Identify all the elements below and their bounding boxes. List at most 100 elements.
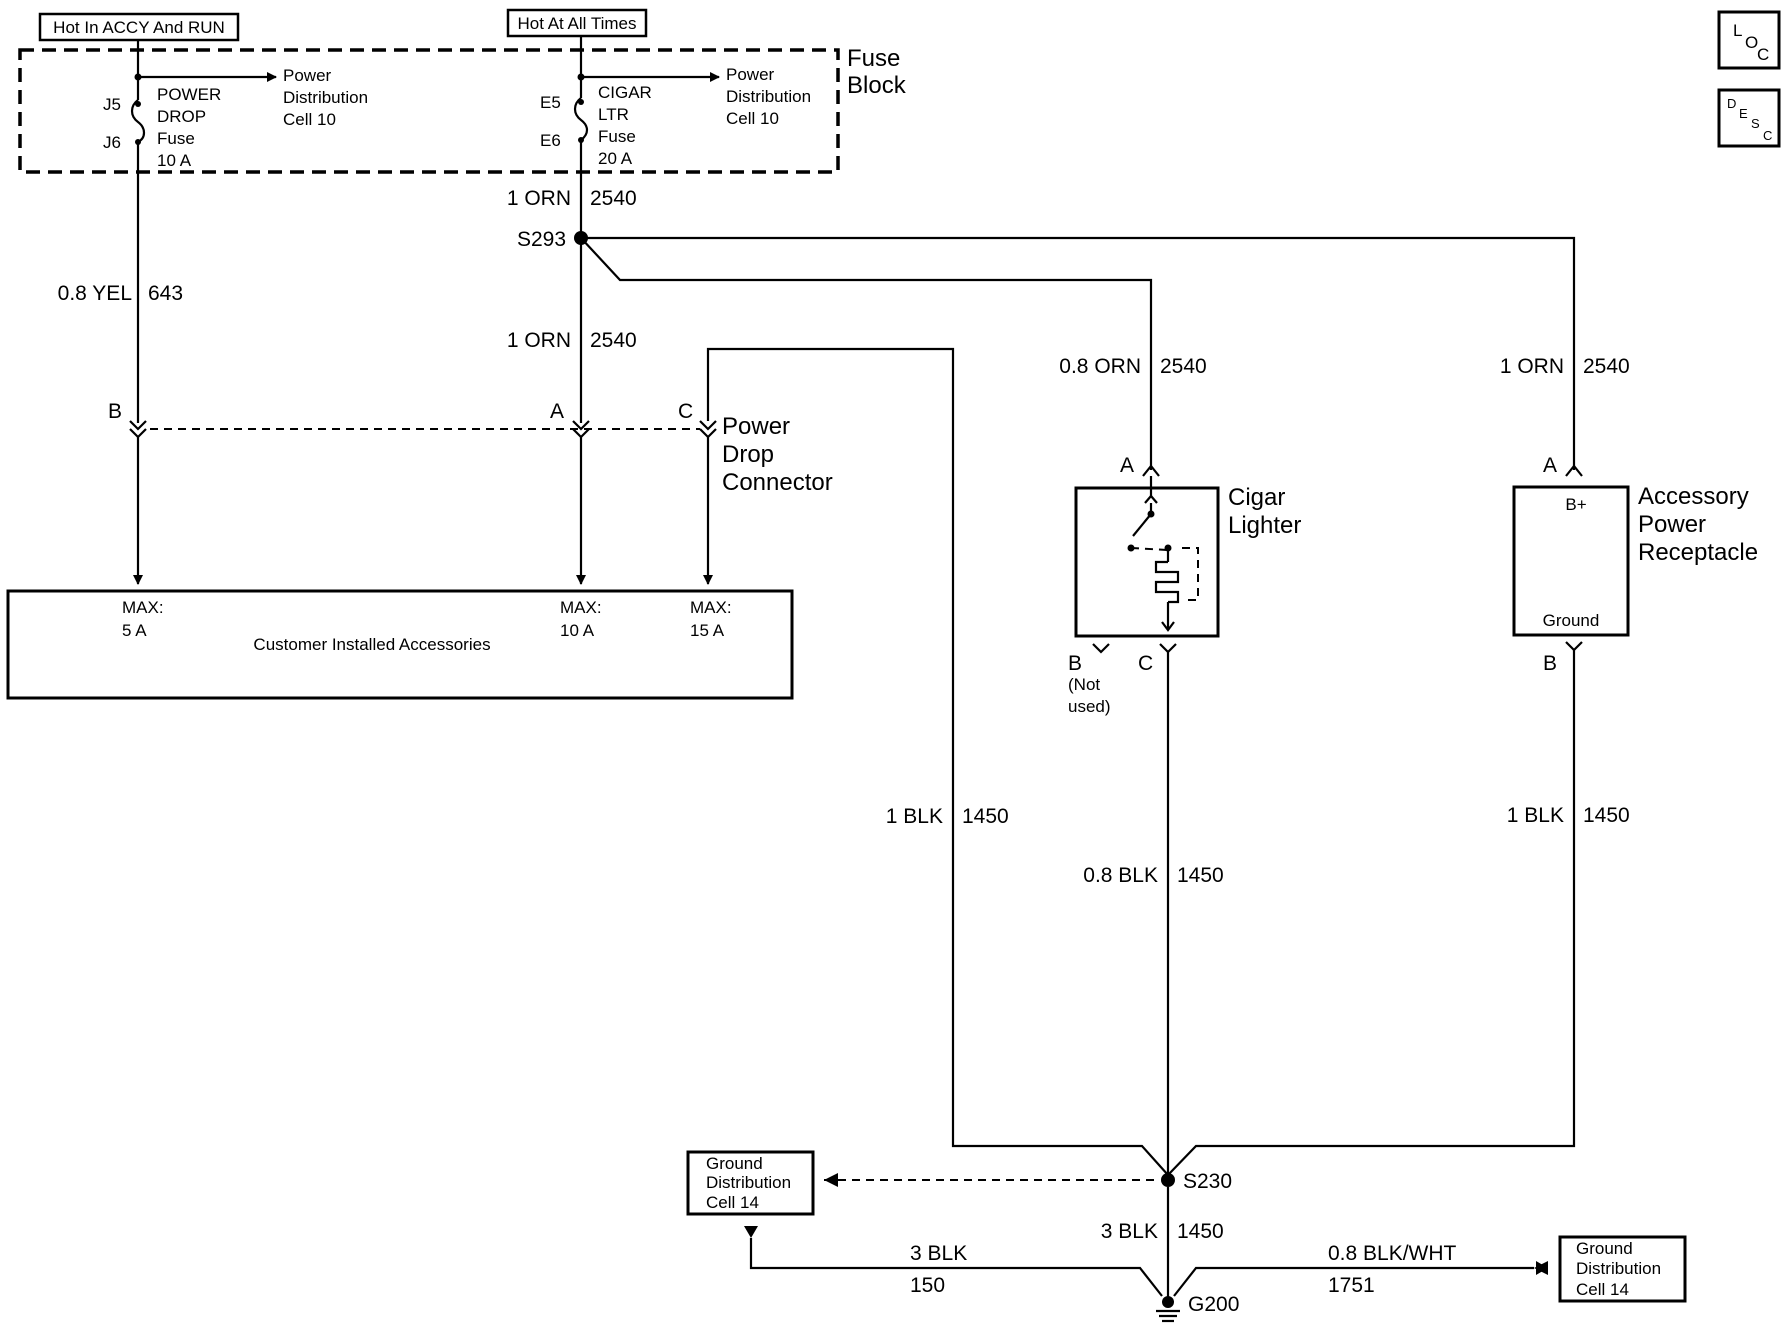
svg-text:1450: 1450 — [1177, 1220, 1224, 1243]
svg-text:L: L — [1733, 21, 1742, 40]
svg-text:10 A: 10 A — [157, 151, 192, 170]
svg-text:Power: Power — [726, 65, 775, 84]
svg-text:2540: 2540 — [590, 187, 637, 210]
svg-text:C: C — [1763, 128, 1772, 143]
svg-text:D: D — [1727, 96, 1736, 111]
wire-blk-wht-1751 — [1173, 1266, 1534, 1297]
svg-text:Distribution: Distribution — [726, 87, 811, 106]
svg-text:J6: J6 — [103, 133, 121, 152]
svg-text:B: B — [108, 400, 122, 423]
svg-text:C: C — [1138, 652, 1153, 675]
svg-text:Accessory: Accessory — [1638, 483, 1749, 510]
svg-text:Lighter: Lighter — [1228, 512, 1301, 539]
svg-text:2540: 2540 — [1160, 355, 1207, 378]
splice-s230 — [1161, 1173, 1175, 1187]
customer-accessories-box — [6, 589, 794, 700]
hot-accy-run-label: Hot In ACCY And RUN — [38, 12, 240, 42]
ground-distribution-right: Ground Distribution Cell 14 — [1558, 1235, 1687, 1303]
svg-text:Hot At All Times: Hot At All Times — [517, 14, 636, 33]
svg-text:1 ORN: 1 ORN — [1500, 355, 1564, 378]
svg-text:3 BLK: 3 BLK — [910, 1242, 967, 1265]
svg-text:0.8 YEL: 0.8 YEL — [58, 282, 132, 305]
svg-text:150: 150 — [910, 1274, 945, 1297]
svg-text:O: O — [1745, 33, 1758, 52]
svg-text:C: C — [678, 400, 693, 423]
svg-text:E6: E6 — [540, 131, 561, 150]
power-drop-connector — [129, 420, 717, 439]
svg-text:Fuse: Fuse — [598, 127, 636, 146]
svg-text:Distribution: Distribution — [283, 88, 368, 107]
svg-text:A: A — [550, 400, 564, 423]
svg-text:CIGAR: CIGAR — [598, 83, 652, 102]
svg-text:Ground: Ground — [1576, 1239, 1633, 1258]
svg-text:2540: 2540 — [1583, 355, 1630, 378]
svg-text:0.8 BLK/WHT: 0.8 BLK/WHT — [1328, 1242, 1457, 1265]
svg-text:1 ORN: 1 ORN — [507, 329, 571, 352]
svg-text:DROP: DROP — [157, 107, 206, 126]
svg-text:10 A: 10 A — [560, 621, 595, 640]
svg-text:Distribution: Distribution — [706, 1173, 791, 1192]
svg-text:1450: 1450 — [962, 805, 1009, 828]
svg-text:Cell 10: Cell 10 — [726, 109, 779, 128]
svg-text:B+: B+ — [1565, 495, 1586, 514]
svg-text:5 A: 5 A — [122, 621, 147, 640]
svg-text:S293: S293 — [517, 228, 566, 251]
accessories-title: Customer Installed Accessories — [253, 635, 490, 654]
svg-text:Hot In ACCY And RUN: Hot In ACCY And RUN — [53, 18, 225, 37]
svg-text:20 A: 20 A — [598, 149, 633, 168]
svg-text:Cell 14: Cell 14 — [706, 1193, 759, 1212]
svg-text:Cell 14: Cell 14 — [1576, 1280, 1629, 1299]
svg-text:3 BLK: 3 BLK — [1101, 1220, 1158, 1243]
fuse-block-outline — [18, 48, 840, 174]
svg-text:643: 643 — [148, 282, 183, 305]
svg-text:Power: Power — [1638, 511, 1706, 538]
svg-text:Fuse: Fuse — [157, 129, 195, 148]
power-drop-fuse-symbol — [130, 99, 146, 143]
svg-text:Connector: Connector — [722, 469, 833, 496]
wire-blk-1450-connector — [706, 347, 1169, 1176]
svg-text:Cigar: Cigar — [1228, 484, 1285, 511]
svg-text:MAX:: MAX: — [690, 598, 732, 617]
desc-icon[interactable]: D E S C — [1717, 88, 1781, 148]
cigar-lighter — [1074, 464, 1220, 654]
svg-text:1450: 1450 — [1583, 804, 1630, 827]
svg-text:1751: 1751 — [1328, 1274, 1375, 1297]
svg-text:LTR: LTR — [598, 105, 629, 124]
svg-text:Drop: Drop — [722, 441, 774, 468]
svg-text:(Not: (Not — [1068, 675, 1100, 694]
wire-blk-1450-receptacle — [1167, 650, 1576, 1176]
cigar-fuse-symbol — [573, 97, 589, 141]
svg-text:Power: Power — [722, 413, 790, 440]
svg-text:S: S — [1751, 116, 1760, 131]
ground-distribution-left: Ground Distribution Cell 14 — [686, 1150, 815, 1216]
svg-text:E5: E5 — [540, 93, 561, 112]
svg-text:B: B — [1543, 652, 1557, 675]
svg-text:POWER: POWER — [157, 85, 221, 104]
svg-text:used): used) — [1068, 697, 1111, 716]
svg-text:Ground: Ground — [706, 1154, 763, 1173]
loc-icon[interactable]: L O C — [1717, 10, 1781, 70]
fuse-block-label: Fuse — [847, 45, 900, 72]
svg-text:MAX:: MAX: — [560, 598, 602, 617]
svg-text:Cell 10: Cell 10 — [283, 110, 336, 129]
svg-text:Distribution: Distribution — [1576, 1259, 1661, 1278]
svg-text:S230: S230 — [1183, 1170, 1232, 1193]
svg-text:1 BLK: 1 BLK — [1507, 804, 1564, 827]
svg-text:0.8 ORN: 0.8 ORN — [1059, 355, 1141, 378]
svg-text:2540: 2540 — [590, 329, 637, 352]
svg-text:Receptacle: Receptacle — [1638, 539, 1758, 566]
svg-text:J5: J5 — [103, 95, 121, 114]
svg-text:1 BLK: 1 BLK — [886, 805, 943, 828]
svg-text:Block: Block — [847, 72, 907, 99]
svg-text:1450: 1450 — [1177, 864, 1224, 887]
wire-orn-2540-lighter — [580, 237, 1153, 470]
svg-text:15 A: 15 A — [690, 621, 725, 640]
svg-text:Power: Power — [283, 66, 332, 85]
g200-ground-icon — [1156, 1309, 1180, 1323]
wire-blk-150 — [749, 1238, 1163, 1297]
svg-text:E: E — [1739, 106, 1748, 121]
svg-text:A: A — [1120, 454, 1134, 477]
svg-text:A: A — [1543, 454, 1557, 477]
svg-text:1 ORN: 1 ORN — [507, 187, 571, 210]
